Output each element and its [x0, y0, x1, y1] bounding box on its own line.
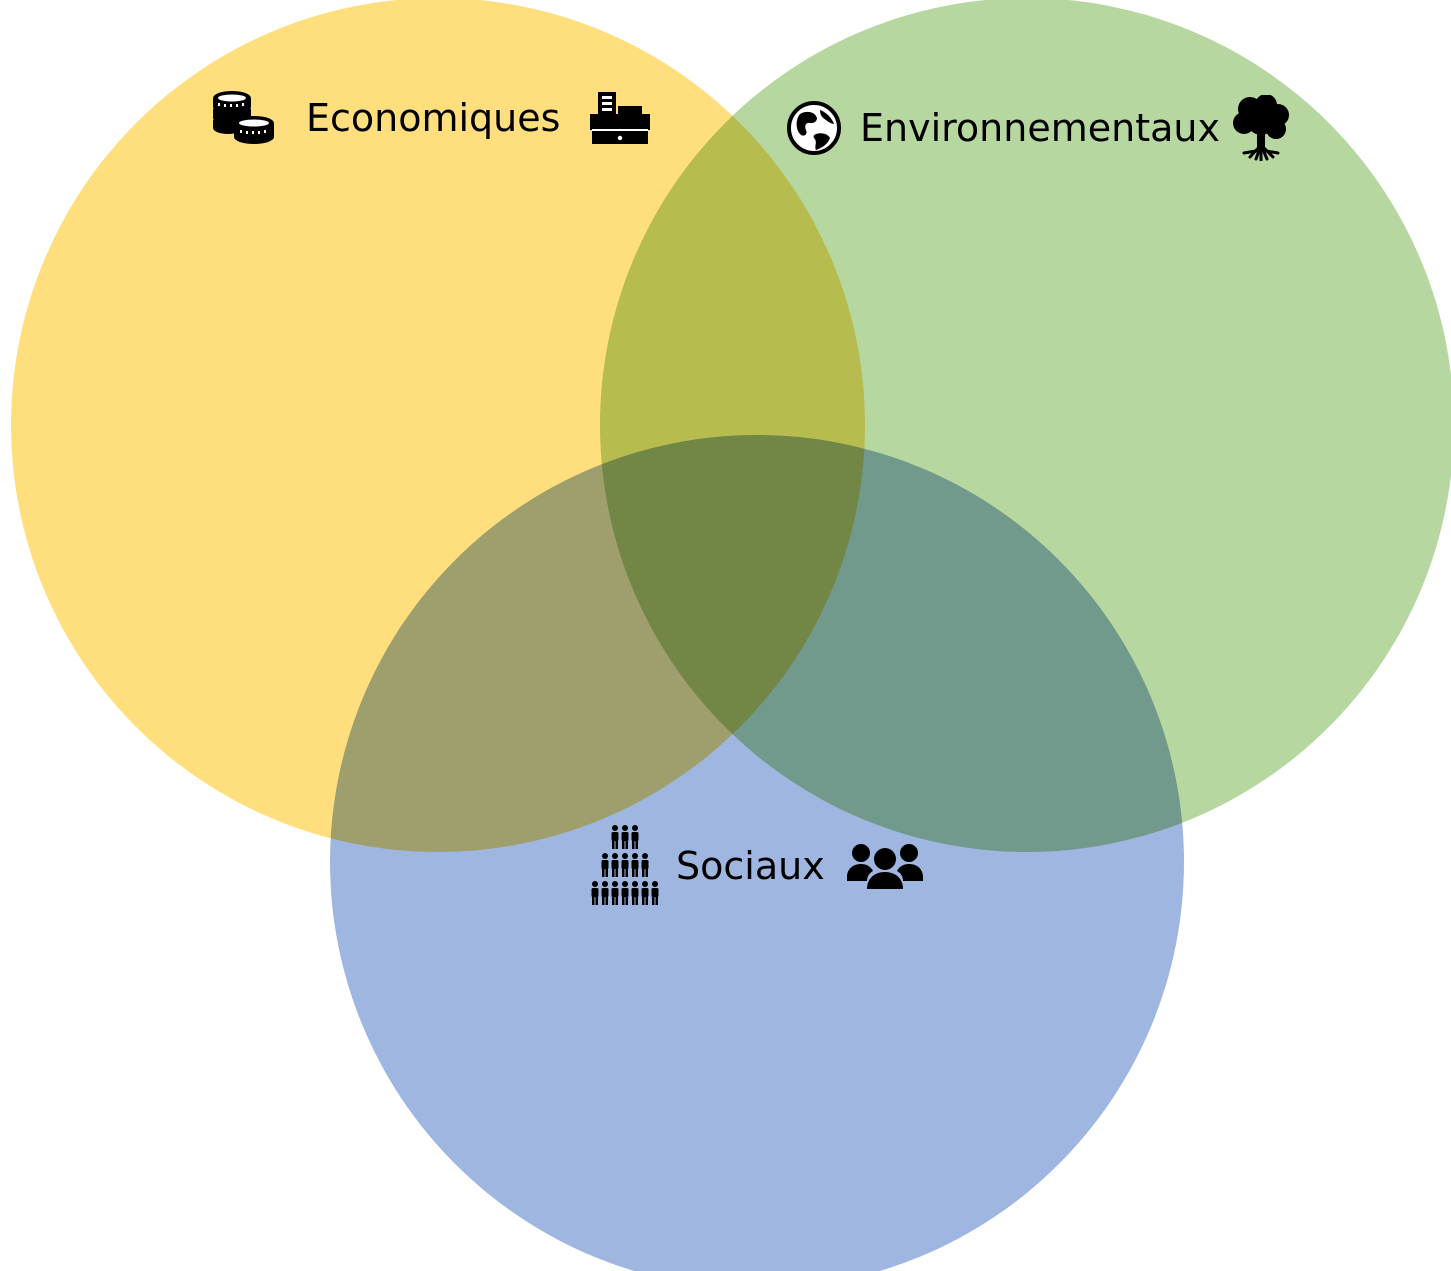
coins-icon: [210, 90, 276, 146]
economiques-label-group: Economiques: [210, 90, 652, 146]
sociaux-label-group: Sociaux: [590, 824, 923, 908]
sociaux-label: Sociaux: [676, 844, 825, 888]
environnementaux-label-group: Environnementaux: [786, 95, 1290, 161]
crowd-icon: [590, 825, 660, 907]
economiques-label: Economiques: [306, 96, 561, 140]
cash-register-icon: [588, 90, 652, 146]
environnementaux-label: Environnementaux: [860, 106, 1220, 150]
users-icon: [846, 841, 923, 891]
tree-icon: [1232, 95, 1290, 161]
sociaux-circle: [330, 435, 1184, 1271]
globe-icon: [786, 100, 842, 156]
